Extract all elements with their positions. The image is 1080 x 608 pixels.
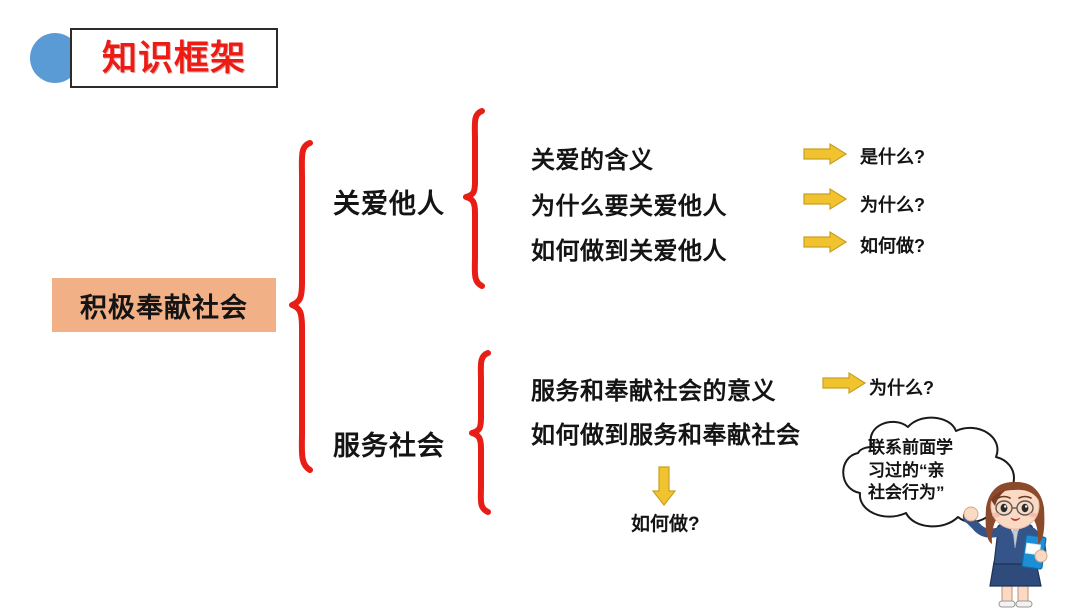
- care-item-2: 为什么要关爱他人: [531, 193, 727, 220]
- serve-item-1: 服务和奉献社会的意义: [531, 378, 776, 405]
- character-glasses: [995, 500, 1034, 516]
- branch-label-serve: 服务社会: [333, 431, 445, 461]
- thought-cloud-line-2: 习过的“亲: [868, 460, 945, 480]
- care-question-1: 是什么?: [860, 147, 925, 167]
- care-item-3: 如何做到关爱他人: [531, 238, 727, 265]
- arrow-down-icon: [651, 466, 677, 506]
- branch-label-care: 关爱他人: [333, 189, 445, 219]
- serve-brace-icon: [469, 350, 491, 515]
- root-node-box: 积极奉献社会: [52, 278, 276, 332]
- character-legs: [998, 581, 1033, 608]
- arrow-right-icon-4: [822, 372, 866, 394]
- root-node-label: 积极奉献社会: [80, 292, 248, 323]
- care-item-1: 关爱的含义: [531, 147, 654, 174]
- main-brace-icon: [289, 140, 313, 473]
- arrow-right-icon-1: [803, 143, 847, 165]
- thought-cloud-line-3: 社会行为”: [868, 483, 945, 503]
- serve-question-1: 为什么?: [869, 378, 934, 398]
- character-hair-front: [991, 482, 1040, 502]
- care-question-3: 如何做?: [860, 236, 925, 256]
- thought-cloud-icon: [842, 416, 1015, 528]
- care-brace-icon: [463, 108, 485, 289]
- cartoon-teacher-avatar: [962, 482, 1048, 608]
- page-title: 知识框架: [101, 38, 246, 78]
- arrow-right-icon-3: [803, 231, 847, 253]
- thought-cloud-line-1: 联系前面学: [868, 438, 953, 457]
- serve-item-2: 如何做到服务和奉献社会: [531, 422, 801, 449]
- header-title-box: 知识框架: [70, 28, 278, 88]
- thought-cloud-text: 联系前面学 习过的“亲 社会行为”: [868, 437, 998, 505]
- care-question-2: 为什么?: [860, 195, 925, 215]
- arrow-right-icon-2: [803, 188, 847, 210]
- serve-question-2: 如何做?: [631, 514, 700, 535]
